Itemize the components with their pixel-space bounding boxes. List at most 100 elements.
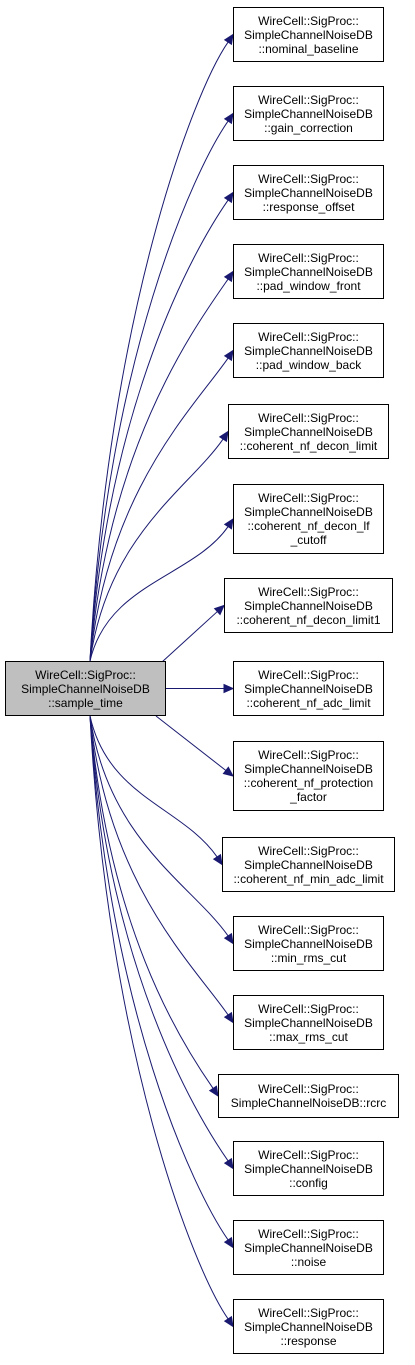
node-line: ::gain_correction [264,120,353,135]
call-edge [89,526,229,662]
call-edge [89,715,229,1320]
node-line: ::coherent_nf_min_adc_limit [233,871,384,886]
node-line: WireCell::SigProc:: [258,1305,359,1320]
node-line: SimpleChannelNoiseDB [244,598,373,613]
node-noise[interactable]: WireCell::SigProc:: SimpleChannelNoiseDB… [233,1220,384,1275]
arrowhead-icon [223,270,234,283]
arrowhead-icon [208,1085,219,1098]
node-coherent-nf-decon-lf-cutoff[interactable]: WireCell::SigProc:: SimpleChannelNoiseDB… [233,484,384,554]
node-line: WireCell::SigProc:: [258,1147,359,1162]
node-line: WireCell::SigProc:: [258,92,359,107]
node-line: ::coherent_nf_decon_limit1 [236,612,381,627]
node-line: WireCell::SigProc:: [258,748,359,762]
node-line: _factor [290,790,327,804]
call-edge [89,278,229,662]
node-coherent-nf-min-adc-limit[interactable]: WireCell::SigProc:: SimpleChannelNoiseDB… [222,837,395,892]
node-line: WireCell::SigProc:: [258,843,359,858]
node-coherent-nf-adc-limit[interactable]: WireCell::SigProc:: SimpleChannelNoiseDB… [233,661,384,716]
node-coherent-nf-decon-limit[interactable]: WireCell::SigProc:: SimpleChannelNoiseDB… [228,404,389,459]
node-line: ::response_offset [262,199,355,214]
node-line: SimpleChannelNoiseDB [244,681,373,696]
node-line: _cutoff [290,533,327,547]
arrowhead-icon [223,33,234,46]
node-coherent-nf-decon-limit1[interactable]: WireCell::SigProc:: SimpleChannelNoiseDB… [224,578,393,633]
node-line: WireCell::SigProc:: [258,1226,359,1241]
node-line: WireCell::SigProc:: [258,250,359,265]
call-edge [89,715,218,858]
arrowhead-icon [213,604,225,616]
node-min-rms-cut[interactable]: WireCell::SigProc:: SimpleChannelNoiseDB… [233,916,384,971]
node-config[interactable]: WireCell::SigProc:: SimpleChannelNoiseDB… [233,1141,384,1196]
node-coherent-nf-protection-factor[interactable]: WireCell::SigProc:: SimpleChannelNoiseDB… [233,741,384,811]
node-line: SimpleChannelNoiseDB [244,1319,373,1334]
call-edge [89,715,229,937]
node-line: ::pad_window_front [256,278,361,293]
call-edge [89,715,229,1016]
node-line: SimpleChannelNoiseDB [244,1161,373,1176]
arrowhead-icon [223,349,234,362]
node-response[interactable]: WireCell::SigProc:: SimpleChannelNoiseDB… [233,1299,384,1354]
node-pad-window-front[interactable]: WireCell::SigProc:: SimpleChannelNoiseDB… [233,244,384,299]
node-nominal-baseline[interactable]: WireCell::SigProc:: SimpleChannelNoiseDB… [233,7,384,62]
node-line: WireCell::SigProc:: [258,922,359,937]
arrowhead-icon [223,517,234,530]
call-edge [89,715,214,1089]
node-line: WireCell::SigProc:: [258,491,359,505]
arrowhead-icon [223,1315,234,1328]
node-line: SimpleChannelNoiseDB::rcrc [230,1096,387,1110]
node-line: SimpleChannelNoiseDB [244,936,373,951]
arrowhead-icon [223,683,235,694]
node-line: SimpleChannelNoiseDB [244,505,373,519]
node-line: WireCell::SigProc:: [258,1001,359,1016]
node-line: SimpleChannelNoiseDB [244,762,373,776]
node-line: ::config [289,1175,328,1190]
node-line: SimpleChannelNoiseDB [244,106,373,121]
call-edge [89,715,229,1162]
arrowhead-icon [223,1157,234,1170]
node-line: ::nominal_baseline [258,41,359,56]
node-line: ::min_rms_cut [270,950,347,965]
arrowhead-icon [223,1011,234,1024]
node-line: SimpleChannelNoiseDB [244,27,373,42]
node-line: ::coherent_nf_decon_limit [239,438,378,453]
call-edge [89,438,224,662]
node-line: ::coherent_nf_adc_limit [246,695,371,710]
node-gain-correction[interactable]: WireCell::SigProc:: SimpleChannelNoiseDB… [233,86,384,141]
node-line: SimpleChannelNoiseDB [244,1240,373,1255]
call-edge [89,120,229,662]
node-line: SimpleChannelNoiseDB [244,185,373,200]
call-edge [155,715,227,771]
node-pad-window-back[interactable]: WireCell::SigProc:: SimpleChannelNoiseDB… [233,323,384,378]
node-line: WireCell::SigProc:: [258,667,359,682]
arrowhead-icon [223,1236,234,1249]
arrowhead-icon [223,191,234,204]
call-edge [161,611,218,663]
node-line: WireCell::SigProc:: [258,584,359,599]
node-line: SimpleChannelNoiseDB [244,424,373,439]
node-rcrc[interactable]: WireCell::SigProc:: SimpleChannelNoiseDB… [218,1074,399,1118]
arrowhead-icon [223,112,234,125]
node-line: SimpleChannelNoiseDB [244,264,373,279]
node-max-rms-cut[interactable]: WireCell::SigProc:: SimpleChannelNoiseDB… [233,995,384,1050]
node-sample-time[interactable]: WireCell::SigProc:: SimpleChannelNoiseDB… [5,661,166,716]
node-line: ::sample_time [48,695,123,710]
node-line: WireCell::SigProc:: [258,410,359,425]
node-line: SimpleChannelNoiseDB [244,343,373,358]
arrowhead-icon [223,932,234,945]
call-edge [89,357,229,662]
call-edge [89,41,229,662]
node-line: WireCell::SigProc:: [35,667,136,682]
node-line: WireCell::SigProc:: [258,1082,359,1096]
node-line: ::max_rms_cut [269,1029,348,1044]
call-edge [89,715,229,1241]
arrowhead-icon [218,430,229,443]
node-line: ::coherent_nf_protection [243,776,374,790]
node-line: WireCell::SigProc:: [258,329,359,344]
node-response-offset[interactable]: WireCell::SigProc:: SimpleChannelNoiseDB… [233,165,384,220]
node-line: SimpleChannelNoiseDB [244,857,373,872]
node-line: SimpleChannelNoiseDB [244,1015,373,1030]
node-line: WireCell::SigProc:: [258,171,359,186]
node-line: ::response [280,1333,337,1348]
